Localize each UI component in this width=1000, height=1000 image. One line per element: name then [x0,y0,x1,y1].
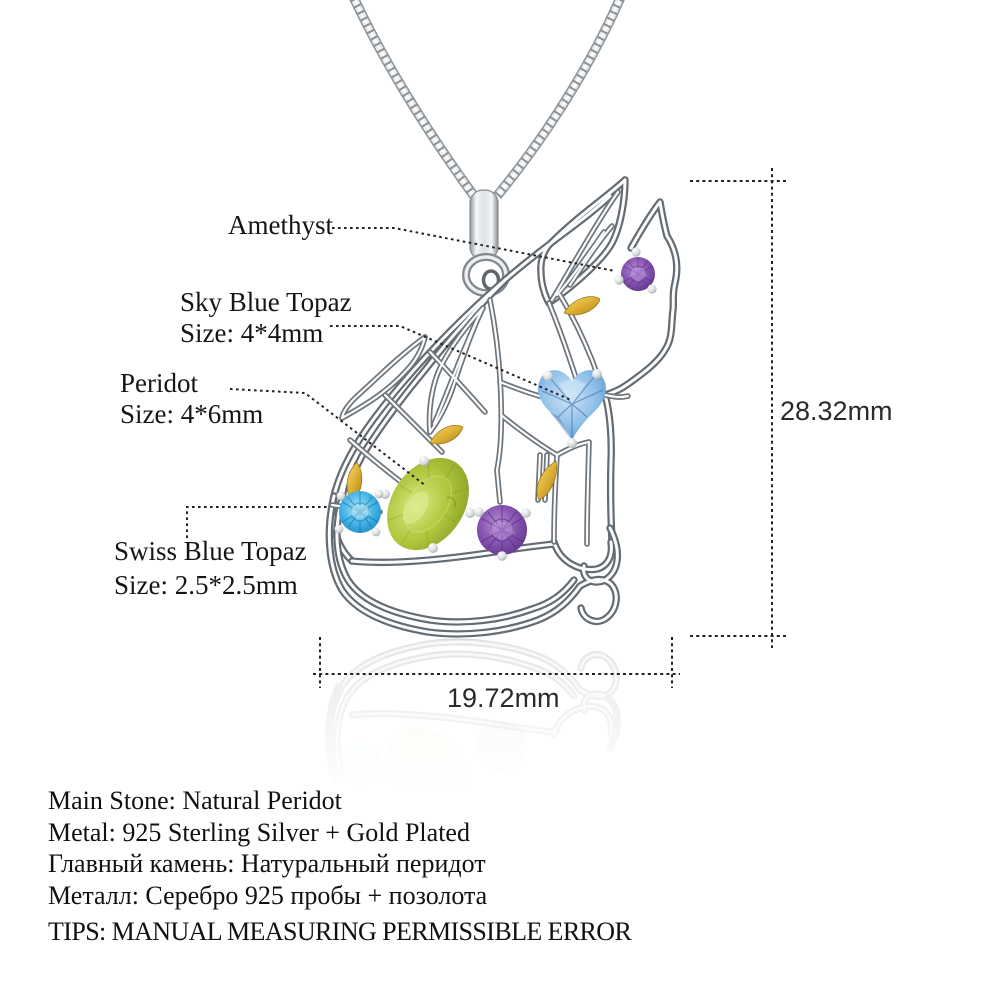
svg-text:19.72mm: 19.72mm [447,683,560,713]
svg-text:Peridot: Peridot [120,368,198,398]
svg-text:Size: 4*4mm: Size: 4*4mm [180,318,323,348]
svg-text:Amethyst: Amethyst [228,210,333,240]
svg-text:Главный камень: Натуральный пе: Главный камень: Натуральный перидот [48,849,486,878]
svg-text:Main Stone: Natural Peridot: Main Stone: Natural Peridot [48,786,343,815]
svg-text:28.32mm: 28.32mm [780,396,893,426]
svg-text:Металл: Серебро 925 пробы + по: Металл: Серебро 925 пробы + позолота [48,881,488,910]
svg-text:Swiss Blue Topaz: Swiss Blue Topaz [114,536,307,566]
svg-text:Size: 4*6mm: Size: 4*6mm [120,399,263,429]
svg-text:Metal: 925 Sterling Silver + G: Metal: 925 Sterling Silver + Gold Plated [48,818,470,847]
svg-text:Sky Blue Topaz: Sky Blue Topaz [180,287,352,317]
svg-text:Size: 2.5*2.5mm: Size: 2.5*2.5mm [114,570,298,600]
svg-text:TIPS: MANUAL MEASURING PERMISS: TIPS: MANUAL MEASURING PERMISSIBLE ERROR [48,917,632,946]
